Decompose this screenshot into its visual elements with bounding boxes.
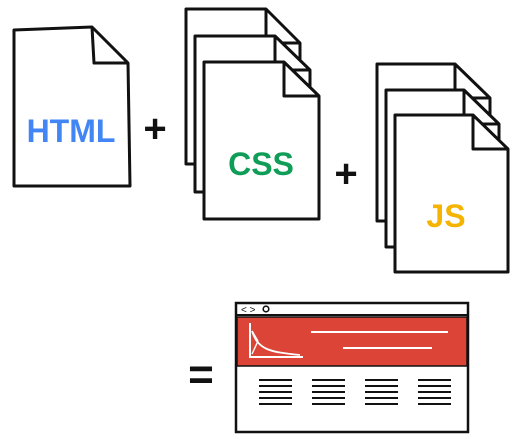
browser-header-band xyxy=(236,316,468,367)
circle-icon xyxy=(262,305,270,313)
content-column-4 xyxy=(418,379,451,405)
chart-icon xyxy=(249,323,303,358)
browser-window: < > xyxy=(234,301,470,434)
js-label: JS xyxy=(426,198,465,234)
js-page-front-icon xyxy=(393,113,510,274)
plus-operator-2: + xyxy=(334,152,357,196)
content-column-2 xyxy=(312,379,345,405)
css-document-stack: CSS xyxy=(184,7,321,221)
html-page-icon xyxy=(12,25,132,188)
css-page-front-icon xyxy=(202,60,321,221)
equals-operator: = xyxy=(188,350,214,399)
html-label: HTML xyxy=(27,113,116,149)
css-label: CSS xyxy=(228,146,294,182)
content-column-3 xyxy=(365,379,398,405)
content-column-1 xyxy=(259,379,292,405)
html-document: HTML xyxy=(12,25,132,188)
plus-operator-1: + xyxy=(143,107,166,151)
js-document-stack: JS xyxy=(375,62,510,274)
browser-nav-buttons: < > xyxy=(241,305,256,316)
